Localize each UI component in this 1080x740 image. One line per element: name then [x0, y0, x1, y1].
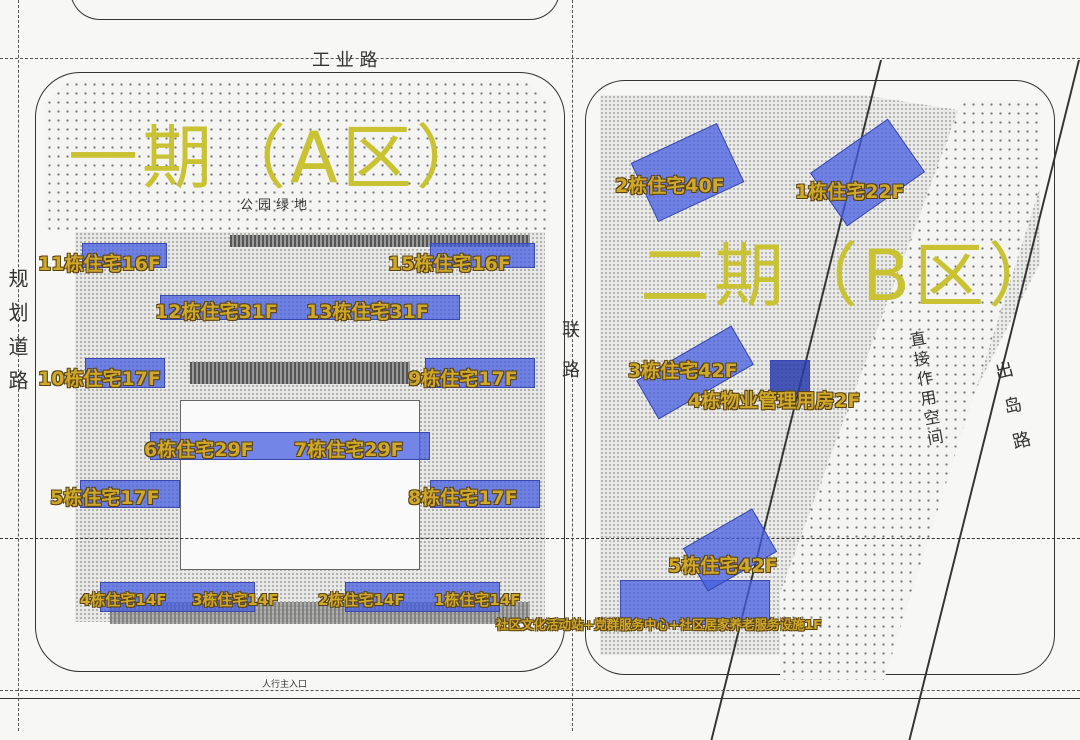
building-label: 11栋住宅16F — [38, 253, 161, 275]
park-green — [45, 80, 550, 230]
building-footprint — [150, 432, 430, 460]
building-footprint — [85, 358, 165, 388]
road-name-left: 规划道路 — [5, 268, 29, 404]
building-footprint — [425, 358, 535, 388]
building-label: 12栋住宅31F — [155, 301, 278, 323]
road-centerline-top — [0, 58, 1080, 59]
building-label: 10栋住宅17F — [38, 368, 161, 390]
building-footprint — [430, 243, 535, 268]
building-label: 13栋住宅31F — [306, 301, 429, 323]
building-footprint — [82, 243, 167, 268]
building-footprint — [80, 480, 180, 508]
building-footprint — [430, 480, 540, 508]
site-a-boundary — [35, 72, 565, 672]
building-footprint — [100, 582, 255, 612]
road-centerline-middle — [572, 0, 573, 731]
site-a-plaza — [180, 400, 420, 570]
road-bottom-edge — [0, 698, 1080, 699]
road-name-middle: 联路 — [559, 320, 580, 400]
building-footprint — [345, 582, 500, 612]
building-label: 1栋住宅22F — [795, 181, 905, 203]
building-label: 3栋住宅14F — [192, 591, 279, 609]
building-label: 8栋住宅17F — [408, 487, 518, 509]
building-label: 2栋住宅14F — [318, 591, 405, 609]
building-label: 9栋住宅17F — [408, 368, 518, 390]
building-label: 7栋住宅29F — [294, 439, 404, 461]
phase-b-title: 二期（B区） — [640, 235, 1063, 317]
pedestrian-entrance-label: 人行主入口 — [262, 680, 308, 690]
community-facility-label: 社区文化活动站+党群服务中心+社区居家养老服务设施1F — [496, 617, 822, 632]
building-label: 5栋住宅17F — [50, 487, 160, 509]
phase-a-title: 一期（A区） — [68, 117, 490, 199]
road-centerline-bottom — [0, 690, 1080, 691]
road-centerline-left — [18, 0, 19, 731]
building-footprint — [160, 295, 460, 320]
site-section-line — [0, 538, 1080, 539]
building-footprint — [620, 580, 770, 625]
building-label: 5栋住宅42F — [668, 555, 778, 577]
building-footprint — [770, 360, 810, 395]
building-label: 3栋住宅42F — [628, 360, 738, 382]
building-label: 4栋物业管理用房2F — [688, 390, 861, 412]
park-label: 公园绿地 — [240, 198, 313, 213]
building-label: 6栋住宅29F — [144, 439, 254, 461]
building-label: 1栋住宅14F — [434, 591, 521, 609]
road-edge-top — [70, 0, 560, 20]
building-label: 2栋住宅40F — [615, 175, 725, 197]
building-label: 4栋住宅14F — [80, 591, 167, 609]
parking-row — [190, 362, 410, 384]
building-label: 15栋住宅16F — [388, 253, 511, 275]
road-name-top: 工 业 路 — [312, 50, 378, 71]
